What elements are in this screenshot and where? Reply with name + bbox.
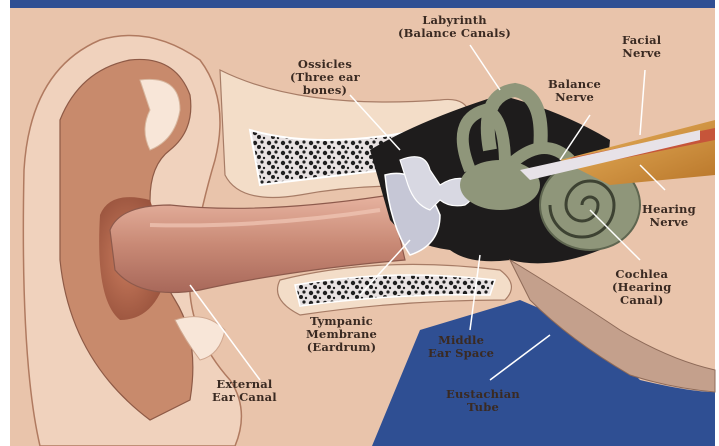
label-labyrinth: Labyrinth (Balance Canals) <box>398 14 511 40</box>
label-balance-nerve: Balance Nerve <box>548 78 601 104</box>
label-middle-ear-space: Middle Ear Space <box>428 334 494 360</box>
label-cochlea: Cochlea (Hearing Canal) <box>612 268 672 307</box>
label-ossicles: Ossicles (Three ear bones) <box>290 58 360 97</box>
label-hearing-nerve: Hearing Nerve <box>642 203 696 229</box>
label-external-ear-canal: External Ear Canal <box>212 378 277 404</box>
label-facial-nerve: Facial Nerve <box>622 34 661 60</box>
label-eustachian-tube: Eustachian Tube <box>446 388 520 414</box>
label-tympanic-membrane: Tympanic Membrane (Eardrum) <box>306 315 377 354</box>
